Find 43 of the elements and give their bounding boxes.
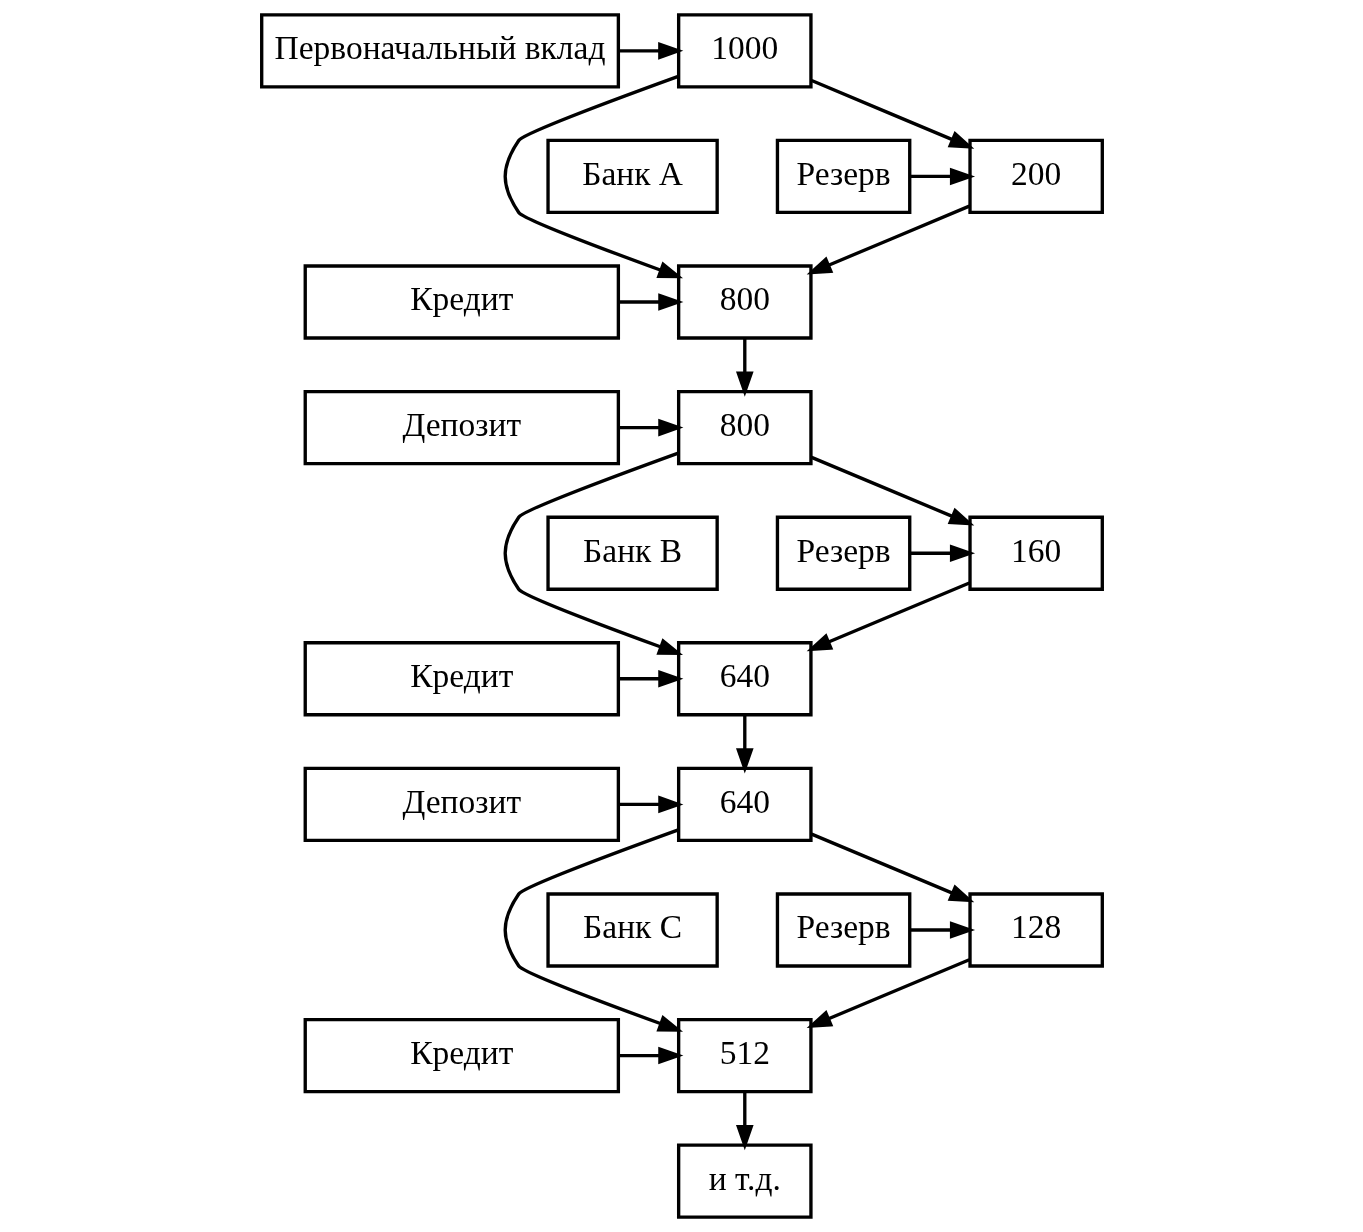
node-box: Депозит	[303, 389, 620, 466]
node-box: 640	[676, 766, 813, 843]
arrow	[810, 832, 974, 903]
node-box: Резерв	[775, 138, 911, 215]
node-box: 1000	[676, 13, 813, 89]
arrow	[503, 74, 683, 279]
arrow	[735, 1091, 754, 1151]
node-box: 640	[676, 641, 813, 717]
node-box: Первоначальный вклад	[259, 13, 620, 89]
arrow	[503, 828, 683, 1032]
node-box: Резерв	[775, 515, 911, 591]
arrow	[909, 544, 975, 562]
arrow	[503, 451, 683, 656]
arrow	[909, 167, 975, 186]
arrow	[618, 418, 683, 437]
arrow	[618, 670, 683, 688]
arrow	[618, 795, 683, 814]
arrow	[806, 581, 970, 652]
node-box: Банк B	[545, 515, 719, 591]
arrow	[806, 958, 970, 1028]
node-box: Резерв	[775, 892, 911, 968]
node-box: 512	[676, 1017, 813, 1094]
node-box: Банк C	[545, 892, 719, 968]
node-box: 800	[676, 264, 813, 340]
node-box: 800	[676, 389, 813, 466]
node-box: Кредит	[303, 264, 620, 340]
node-box: 160	[967, 515, 1104, 591]
arrow	[735, 715, 754, 774]
node-box: Депозит	[303, 766, 620, 843]
arrow	[909, 921, 975, 939]
arrow	[618, 293, 683, 311]
node-box: Банк A	[545, 138, 719, 215]
arrow	[618, 42, 683, 60]
arrow	[735, 338, 754, 397]
arrow	[810, 455, 974, 526]
arrow	[810, 79, 974, 149]
node-box: Кредит	[303, 641, 620, 717]
node-box: 200	[967, 138, 1104, 215]
node-box: Кредит	[303, 1017, 620, 1094]
node-box: и т.д.	[676, 1143, 813, 1219]
arrow	[806, 204, 970, 275]
arrow	[618, 1046, 683, 1065]
node-box: 128	[967, 892, 1104, 968]
